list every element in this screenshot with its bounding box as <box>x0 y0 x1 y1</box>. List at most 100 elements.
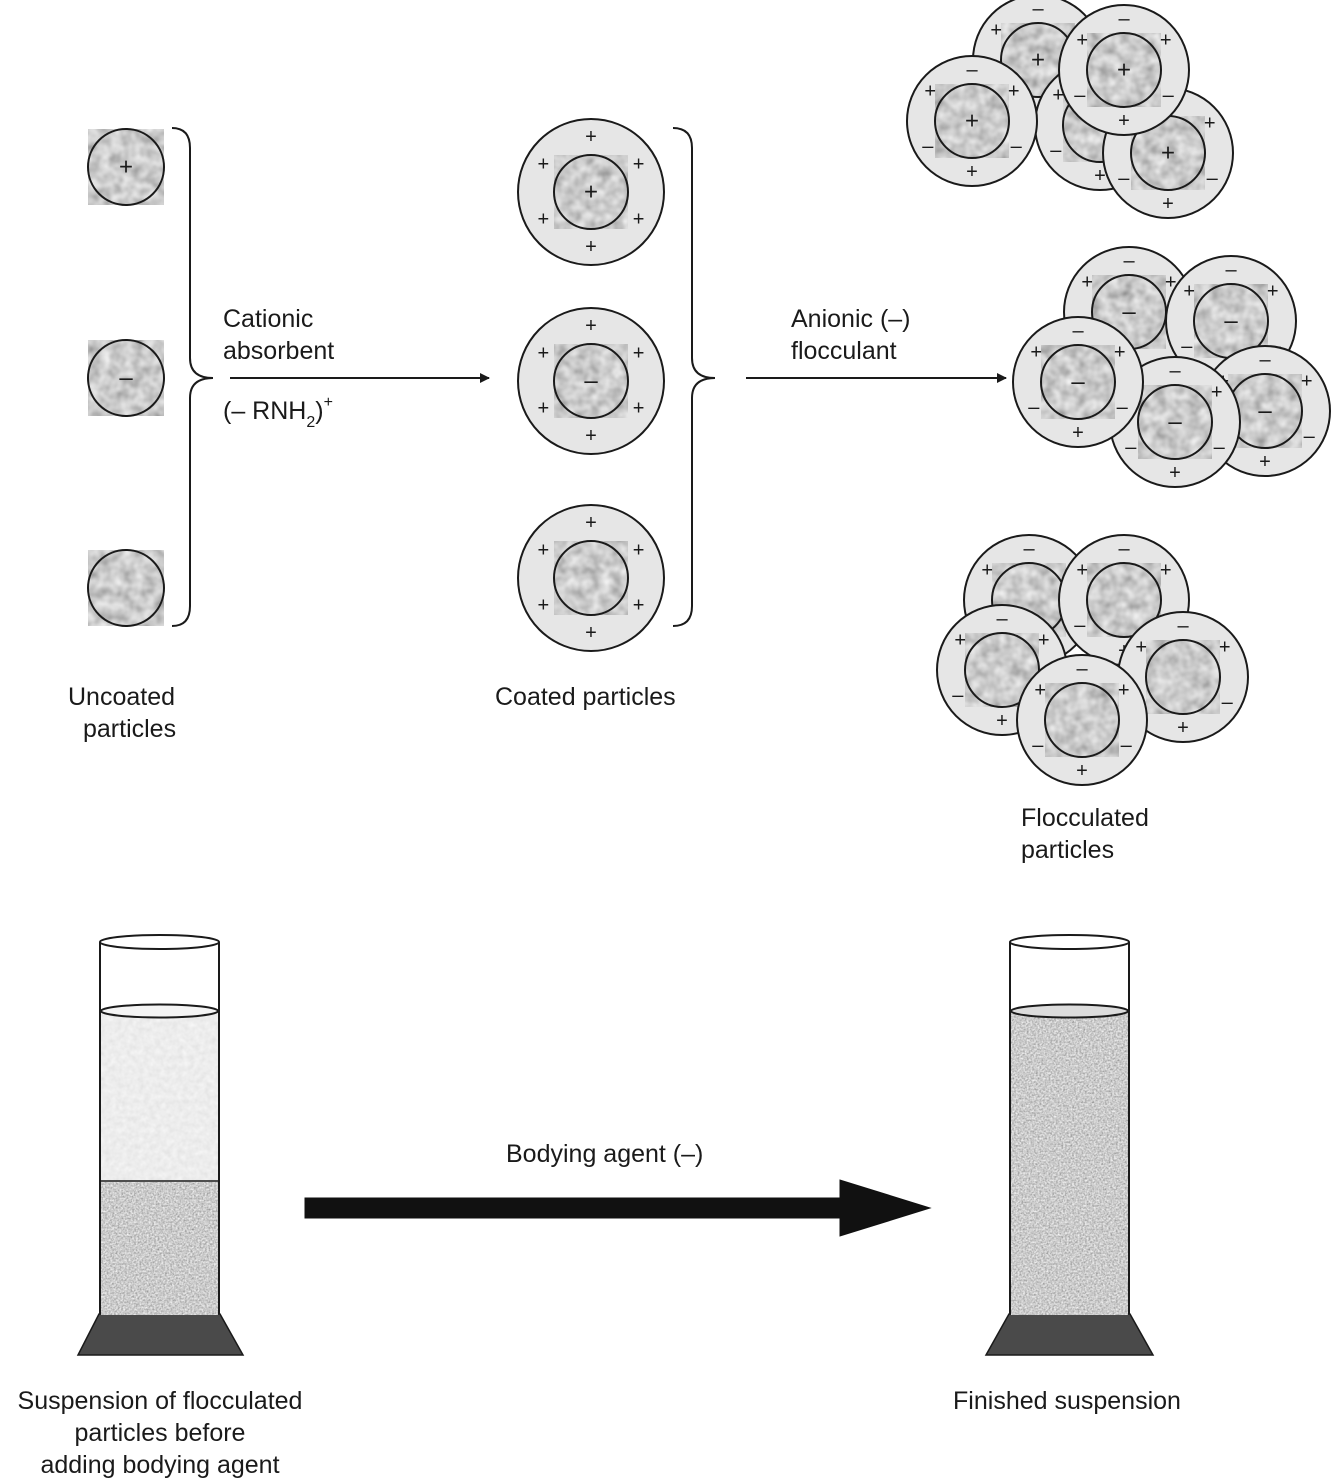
surface-charge: + <box>996 710 1008 732</box>
floc-particle: –+–+–++ <box>906 55 1038 187</box>
surface-charge: + <box>1301 371 1313 393</box>
surface-charge: – <box>1011 136 1023 158</box>
surface-charge: + <box>1052 85 1064 107</box>
core-charge: + <box>584 179 598 206</box>
particle-core-texture <box>1194 284 1268 358</box>
particle-core-texture <box>88 340 164 416</box>
floc-cluster-positive-core: –+–+–++–+–+–++–+–+–++–+–+–++–+–+–++ <box>906 0 1234 219</box>
surface-charge: + <box>1135 637 1147 659</box>
surface-charge: + <box>1219 637 1231 659</box>
surface-charge: + <box>1259 451 1271 473</box>
coated-particles-group: +++++++++++++–++++++ <box>517 118 665 652</box>
particle-charge: – <box>119 365 133 392</box>
surface-charge: + <box>1076 560 1088 582</box>
core-charge: – <box>1168 409 1182 436</box>
surface-charge: – <box>1177 615 1189 637</box>
middle-brace <box>672 127 716 627</box>
formula-open: (– RNH <box>223 397 306 425</box>
flocculated-caption-line1: Flocculated <box>1021 804 1149 832</box>
cylinder-base <box>984 1313 1155 1356</box>
surface-charge: + <box>1160 30 1172 52</box>
cylinder-rim <box>1009 934 1130 950</box>
surface-charge: – <box>922 136 934 158</box>
surface-charge: + <box>1081 272 1093 294</box>
particle-core-texture <box>1146 640 1220 714</box>
before-caption-line3: adding bodying agent <box>40 1451 279 1479</box>
surface-charge: + <box>1183 281 1195 303</box>
formula-subscript: 2 <box>306 414 315 431</box>
surface-charge: + <box>538 154 550 176</box>
anionic-label-line2: flocculant <box>791 337 897 365</box>
particle-core-texture <box>88 129 164 205</box>
surface-charge: – <box>1181 336 1193 358</box>
before-caption-line2: particles before <box>75 1419 246 1447</box>
supernatant-layer <box>101 1012 218 1182</box>
surface-charge: + <box>1162 193 1174 215</box>
cylinder-base <box>76 1313 245 1356</box>
surface-charge: + <box>633 398 645 420</box>
particle-core-texture <box>1045 683 1119 757</box>
particle-core <box>1145 639 1221 715</box>
bodying-agent-label: Bodying agent (–) <box>506 1140 703 1168</box>
floc-particle: –+–+–+ <box>1016 654 1148 786</box>
surface-charge: + <box>1114 342 1126 364</box>
coated-particle: +++++++ <box>517 118 665 266</box>
particle-core-texture <box>965 633 1039 707</box>
surface-charge: – <box>1117 397 1129 419</box>
surface-charge: – <box>1072 320 1084 342</box>
particle-core-texture <box>1228 374 1302 448</box>
surface-charge: + <box>538 595 550 617</box>
core-charge: – <box>584 368 598 395</box>
sediment-layer <box>101 1181 218 1315</box>
core-charge: – <box>1224 308 1238 335</box>
surface-charge: – <box>996 608 1008 630</box>
surface-charge: + <box>538 398 550 420</box>
floc-particle: –+–+–+– <box>1012 316 1144 448</box>
particle-core-texture <box>1087 33 1161 107</box>
surface-charge: – <box>1214 437 1226 459</box>
surface-charge: + <box>1118 680 1130 702</box>
surface-charge: – <box>1225 259 1237 281</box>
surface-charge: – <box>1118 8 1130 30</box>
surface-charge: + <box>1118 110 1130 132</box>
surface-charge: + <box>1160 560 1172 582</box>
surface-charge: + <box>538 540 550 562</box>
before-caption-line1: Suspension of flocculated <box>18 1387 303 1415</box>
surface-charge: + <box>538 343 550 365</box>
particle-core <box>553 343 629 419</box>
surface-charge: + <box>966 161 978 183</box>
uncoated-particle: – <box>87 339 165 417</box>
surface-charge: + <box>585 236 597 258</box>
floc-cluster-negative-core: –+–+–+––+–+–+––+–+–+––+–+–+––+–+–+– <box>1012 246 1331 488</box>
surface-charge: – <box>1118 168 1130 190</box>
uncoated-caption-line1: Uncoated <box>68 683 175 711</box>
particle-core <box>87 549 165 627</box>
particle-core <box>87 339 165 417</box>
liquid-surface <box>1010 1003 1129 1019</box>
surface-charge: – <box>1169 360 1181 382</box>
surface-charge: + <box>585 315 597 337</box>
cationic-label-line1: Cationic <box>223 305 313 333</box>
left-brace <box>171 127 214 627</box>
finished-caption: Finished suspension <box>953 1387 1181 1415</box>
surface-charge: + <box>1177 717 1189 739</box>
core-charge: – <box>1122 299 1136 326</box>
surface-charge: + <box>633 209 645 231</box>
core-charge: + <box>965 108 979 135</box>
surface-charge: + <box>1094 165 1106 187</box>
surface-charge: – <box>952 685 964 707</box>
surface-charge: – <box>1074 615 1086 637</box>
surface-charge: – <box>1074 85 1086 107</box>
core-charge: + <box>1117 57 1131 84</box>
formula-close: ) <box>315 397 323 425</box>
surface-charge: – <box>1028 397 1040 419</box>
uncoated-caption-line2: particles <box>83 715 176 743</box>
surface-charge: + <box>1072 422 1084 444</box>
cylinder-finished <box>984 934 1155 1356</box>
surface-charge: + <box>633 154 645 176</box>
coated-particle: ++++++ <box>517 504 665 652</box>
cylinder-rim <box>99 934 220 950</box>
particle-core <box>1137 384 1213 460</box>
surface-charge: + <box>1038 630 1050 652</box>
